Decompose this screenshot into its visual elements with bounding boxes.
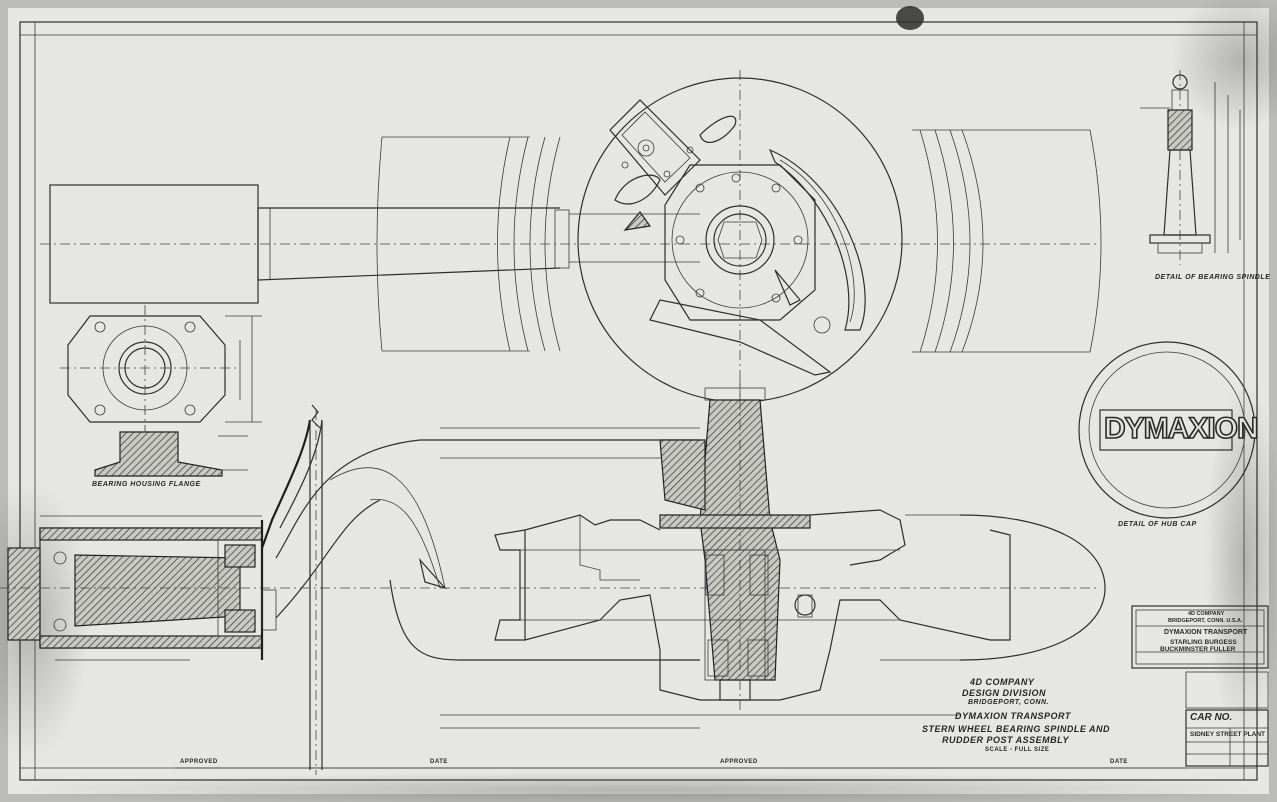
support-arm xyxy=(275,427,960,729)
hub-cap-detail-label: DETAIL OF HUB CAP xyxy=(1118,521,1197,528)
rudder-post xyxy=(260,404,323,775)
bearing-spindle-detail xyxy=(1140,70,1241,265)
title-block-frame xyxy=(175,605,1269,769)
bearing-spindle-detail-label: DETAIL OF BEARING SPINDLE xyxy=(1155,274,1271,281)
company-name: 4D COMPANY xyxy=(970,677,1035,687)
signature-date-2: DATE xyxy=(1110,759,1128,765)
stamp-line-2: BRIDGEPORT, CONN. U.S.A. xyxy=(1168,618,1243,624)
drawing-title-line-2: RUDDER POST ASSEMBLY xyxy=(942,735,1070,745)
drawing-scale: SCALE - FULL SIZE xyxy=(985,747,1050,753)
hub-cap-detail xyxy=(1078,341,1256,519)
plant-name: SIDNEY STREET PLANT xyxy=(1190,731,1266,738)
housing-flange-front-view xyxy=(60,305,262,432)
car-number-label: CAR No. xyxy=(1190,712,1233,723)
signature-approved-1: APPROVED xyxy=(180,759,218,765)
wheel-rim-section xyxy=(494,509,1106,701)
spindle-section xyxy=(659,380,811,710)
project-name: DYMAXION TRANSPORT xyxy=(955,711,1071,721)
housing-flange-label: BEARING HOUSING FLANGE xyxy=(92,481,201,488)
hub-housing-outline xyxy=(40,184,1100,304)
stamp-line-3: DYMAXION TRANSPORT xyxy=(1164,629,1248,636)
signature-approved-2: APPROVED xyxy=(720,759,758,765)
bearing-assembly-section xyxy=(0,515,1100,661)
hub-cap-lettering: DYMAXION xyxy=(1103,411,1259,446)
wheel-end-view xyxy=(577,70,903,410)
stamp-line-1: 4D COMPANY xyxy=(1188,611,1225,617)
wheel-arc-left xyxy=(376,136,561,352)
stamp-line-5: BUCKMINSTER FULLER xyxy=(1160,646,1236,653)
company-location: BRIDGEPORT, CONN. xyxy=(968,699,1049,706)
signature-date-1: DATE xyxy=(430,759,448,765)
sheet-border xyxy=(19,21,1258,781)
wheel-arc-right xyxy=(912,129,1102,353)
drawing-title-line-1: STERN WHEEL BEARING SPINDLE AND xyxy=(922,724,1111,734)
design-division: DESIGN DIVISION xyxy=(962,688,1047,698)
housing-flange-section xyxy=(94,431,248,477)
stamp-line-4: STARLING BURGESS xyxy=(1170,639,1237,646)
